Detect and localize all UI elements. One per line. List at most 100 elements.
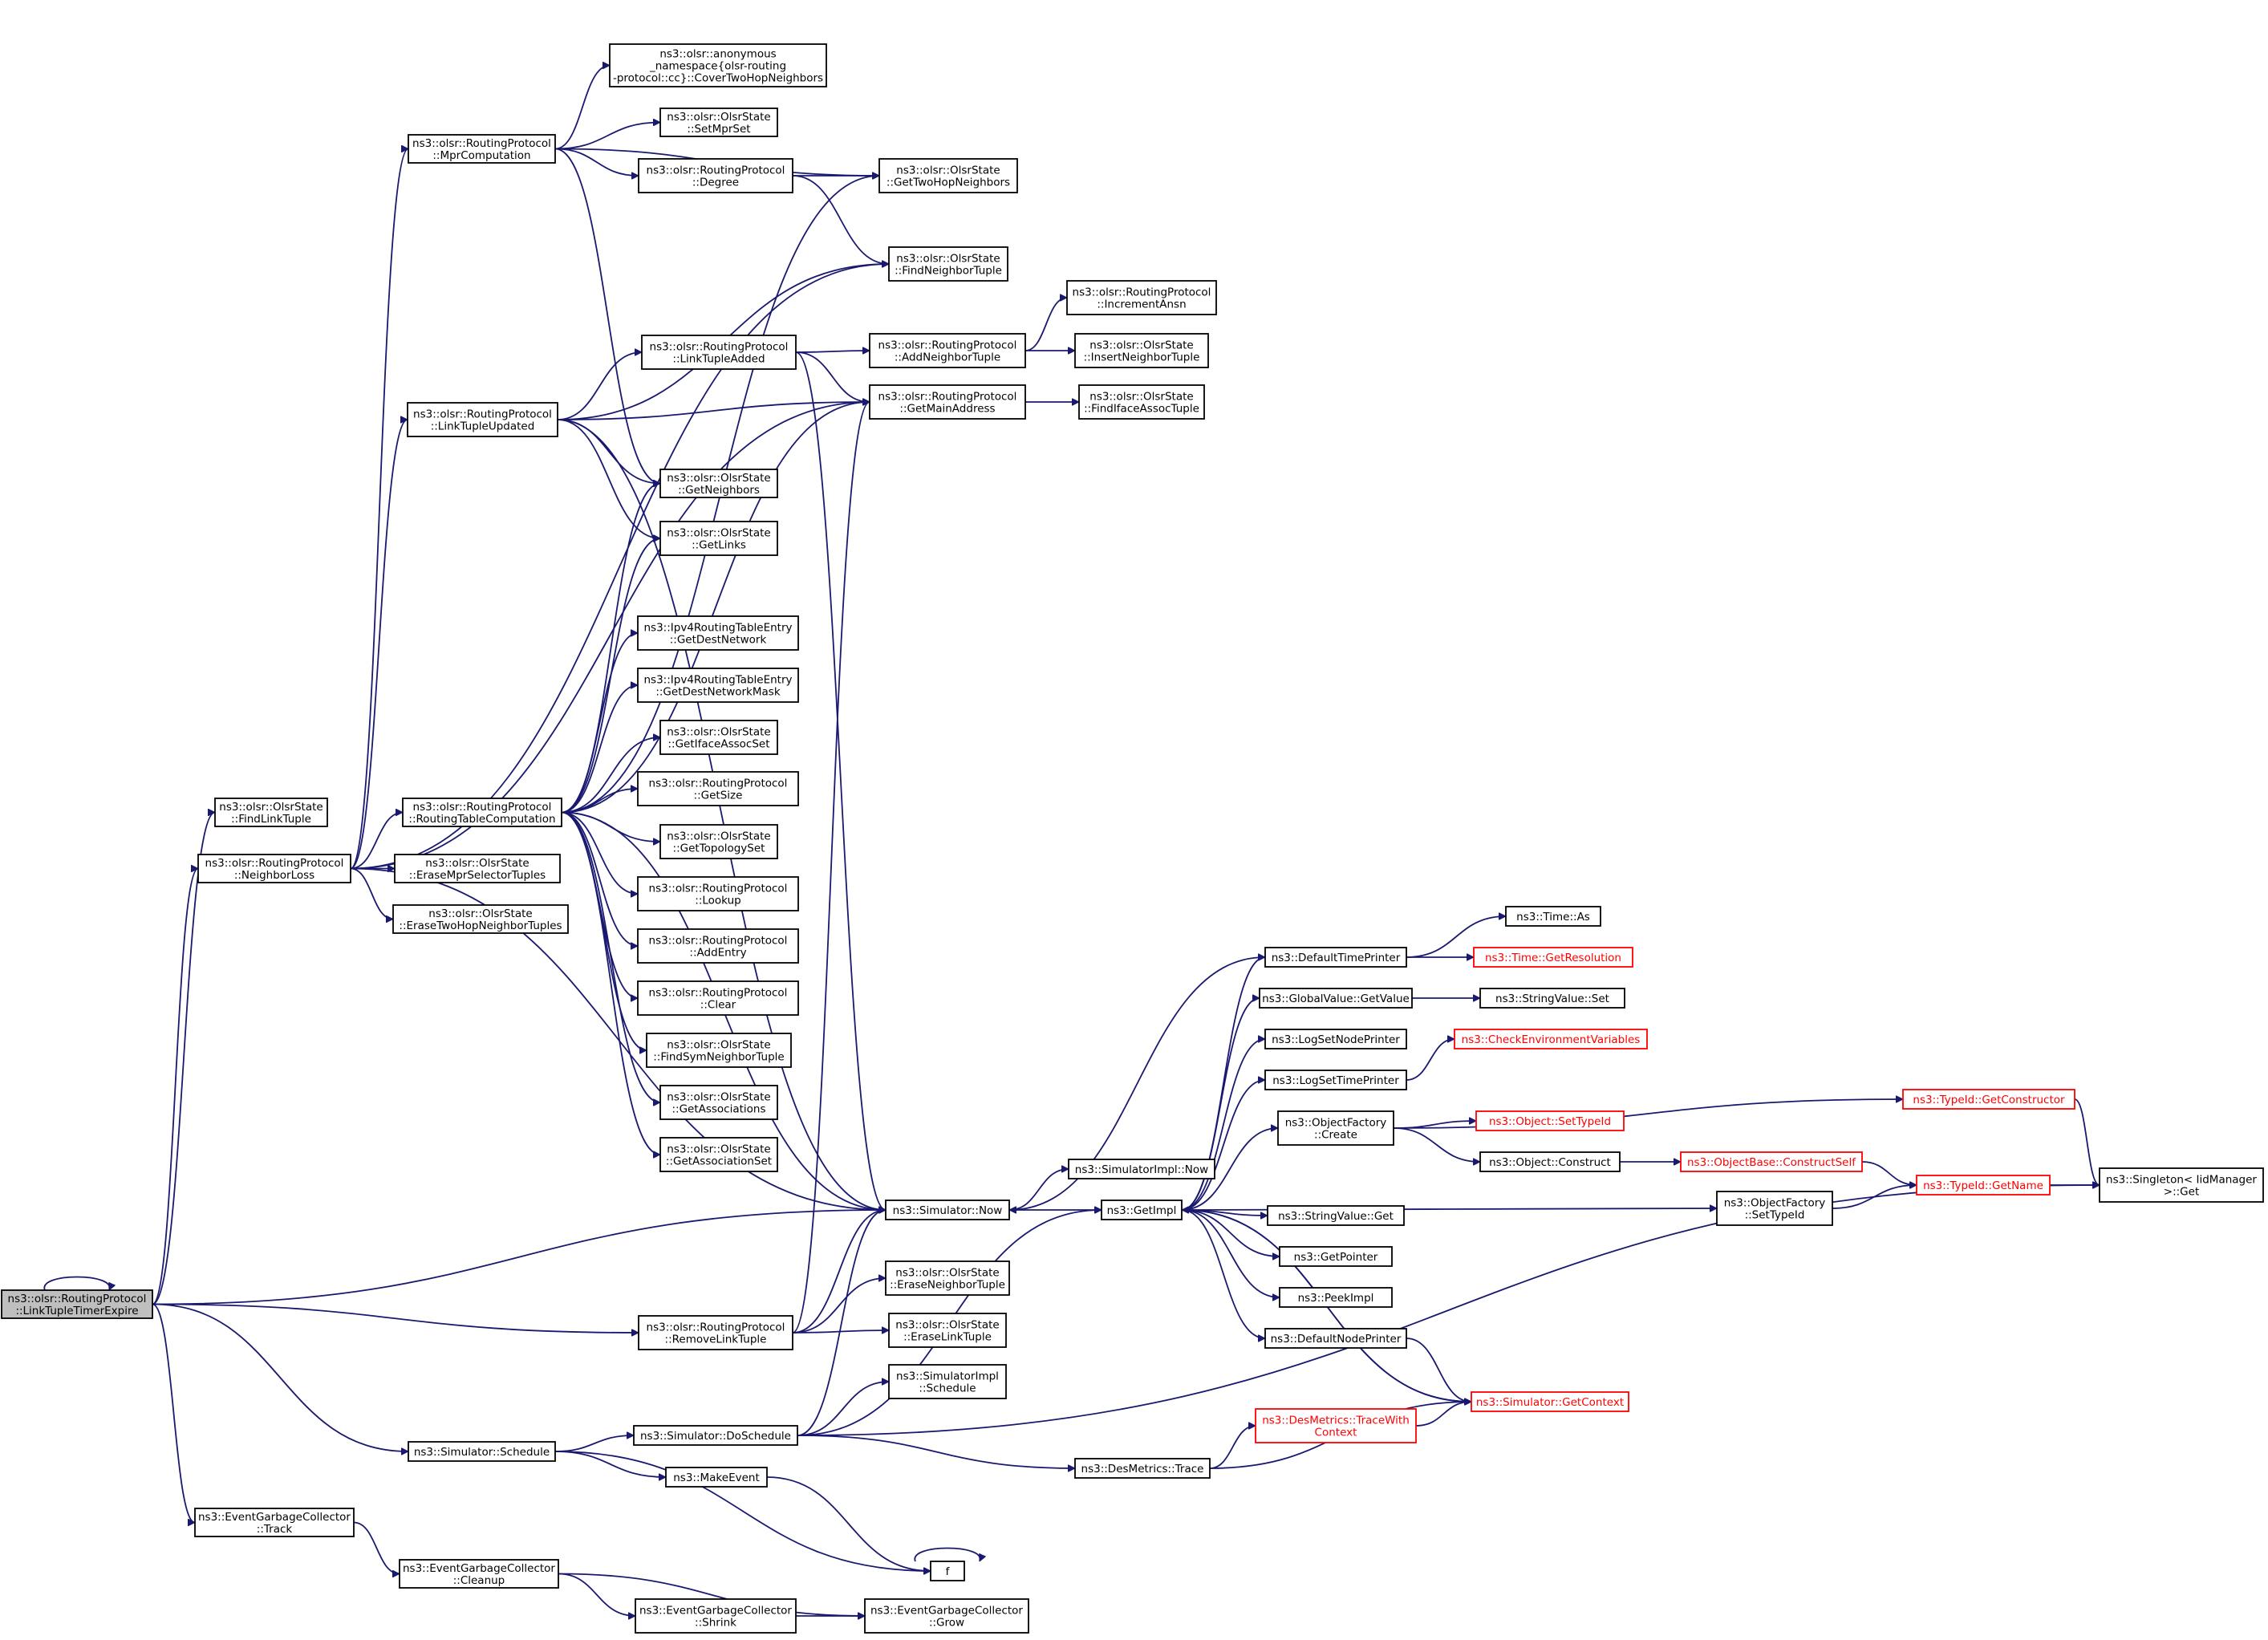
node-time-as[interactable]: ns3::Time::As bbox=[1505, 906, 1601, 927]
call-edge bbox=[561, 633, 639, 814]
node-find-sym-neighbor-tuple[interactable]: ns3::olsr::OlsrState::FindSymNeighborTup… bbox=[646, 1033, 792, 1068]
call-edge bbox=[1181, 1039, 1266, 1211]
node-cover-two-hop[interactable]: ns3::olsr::anonymous_namespace{olsr-rout… bbox=[609, 43, 827, 87]
node-default-time-printer[interactable]: ns3::DefaultTimePrinter bbox=[1264, 947, 1407, 968]
node-label: >::Get bbox=[2164, 1186, 2199, 1199]
node-box bbox=[1279, 1246, 1393, 1267]
node-box bbox=[1101, 1200, 1183, 1220]
node-get-pointer[interactable]: ns3::GetPointer bbox=[1279, 1246, 1393, 1267]
node-mpr-computation[interactable]: ns3::olsr::RoutingProtocol::MprComputati… bbox=[408, 134, 556, 164]
node-make-event[interactable]: ns3::MakeEvent bbox=[665, 1467, 768, 1488]
node-routing-table-computation[interactable]: ns3::olsr::RoutingProtocol::RoutingTable… bbox=[402, 798, 562, 827]
node-increment-ansn[interactable]: ns3::olsr::RoutingProtocol::IncrementAns… bbox=[1066, 280, 1217, 315]
node-do-schedule[interactable]: ns3::Simulator::DoSchedule bbox=[633, 1425, 798, 1446]
node-get-size[interactable]: ns3::olsr::RoutingProtocol::GetSize bbox=[637, 771, 799, 806]
node-erase-link-tuple[interactable]: ns3::olsr::OlsrState::EraseLinkTuple bbox=[888, 1313, 1007, 1348]
node-find-link-tuple[interactable]: ns3::olsr::OlsrState::FindLinkTuple bbox=[214, 798, 328, 827]
node-add-neighbor-tuple[interactable]: ns3::olsr::RoutingProtocol::AddNeighborT… bbox=[869, 333, 1026, 368]
node-default-node-printer[interactable]: ns3::DefaultNodePrinter bbox=[1264, 1328, 1407, 1349]
node-label: ns3::olsr::OlsrState bbox=[428, 907, 532, 920]
node-singleton-get[interactable]: ns3::Singleton< IidManager>::Get bbox=[2099, 1167, 2264, 1203]
node-time-get-resolution[interactable]: ns3::Time::GetResolution bbox=[1473, 947, 1633, 968]
node-label: ::GetMainAddress bbox=[899, 403, 995, 416]
node-label: ns3::olsr::OlsrState bbox=[219, 801, 323, 814]
node-label: ::Grow bbox=[929, 1617, 964, 1630]
node-box bbox=[659, 720, 778, 755]
call-edge bbox=[1181, 1208, 1717, 1210]
node-egc-shrink[interactable]: ns3::EventGarbageCollector::Shrink bbox=[635, 1598, 797, 1634]
node-egc-track[interactable]: ns3::EventGarbageCollector::Track bbox=[194, 1508, 355, 1537]
node-find-neighbor-tuple[interactable]: ns3::olsr::OlsrState::FindNeighborTuple bbox=[888, 246, 1008, 282]
node-sim-schedule[interactable]: ns3::Simulator::Schedule bbox=[408, 1441, 556, 1462]
node-check-env-vars[interactable]: ns3::CheckEnvironmentVariables bbox=[1454, 1029, 1648, 1049]
node-lookup[interactable]: ns3::olsr::RoutingProtocol::Lookup bbox=[637, 876, 799, 911]
node-sim-now[interactable]: ns3::Simulator::Now bbox=[885, 1200, 1010, 1220]
node-label: ns3::Simulator::DoSchedule bbox=[640, 1430, 791, 1443]
node-erase-neighbor-tuple[interactable]: ns3::olsr::OlsrState::EraseNeighborTuple bbox=[885, 1260, 1010, 1296]
node-log-set-time-printer[interactable]: ns3::LogSetTimePrinter bbox=[1264, 1070, 1407, 1090]
node-get-iface-assoc-set[interactable]: ns3::olsr::OlsrState::GetIfaceAssocSet bbox=[659, 720, 778, 755]
node-degree[interactable]: ns3::olsr::RoutingProtocol::Degree bbox=[638, 158, 793, 193]
node-sim-get-context[interactable]: ns3::Simulator::GetContext bbox=[1471, 1391, 1629, 1412]
node-get-associations[interactable]: ns3::olsr::OlsrState::GetAssociations bbox=[659, 1085, 778, 1120]
edge-layer bbox=[43, 66, 2100, 1617]
node-get-dest-network[interactable]: ns3::Ipv4RoutingTableEntry::GetDestNetwo… bbox=[637, 615, 799, 651]
node-get-association-set[interactable]: ns3::olsr::OlsrState::GetAssociationSet bbox=[659, 1137, 778, 1172]
node-box bbox=[1264, 947, 1407, 968]
call-edge bbox=[1415, 1402, 1471, 1427]
node-object-factory-set-type-id[interactable]: ns3::ObjectFactory::SetTypeId bbox=[1716, 1191, 1833, 1226]
node-link-tuple-updated[interactable]: ns3::olsr::RoutingProtocol::LinkTupleUpd… bbox=[407, 402, 558, 437]
node-label: ns3::Singleton< IidManager bbox=[2106, 1174, 2257, 1187]
node-clear[interactable]: ns3::olsr::RoutingProtocol::Clear bbox=[637, 980, 799, 1016]
node-label: ::EraseNeighborTuple bbox=[890, 1279, 1005, 1292]
node-erase-mpr-selector-tuples[interactable]: ns3::olsr::OlsrState::EraseMprSelectorTu… bbox=[394, 854, 561, 883]
call-edge bbox=[1832, 1185, 1917, 1209]
node-label: ::EraseTwoHopNeighborTuples bbox=[399, 919, 562, 932]
node-type-id-get-constructor[interactable]: ns3::TypeId::GetConstructor bbox=[1902, 1089, 2075, 1110]
node-object-base-construct-self[interactable]: ns3::ObjectBase::ConstructSelf bbox=[1680, 1151, 1863, 1172]
node-get-impl[interactable]: ns3::GetImpl bbox=[1101, 1200, 1183, 1220]
node-object-construct[interactable]: ns3::Object::Construct bbox=[1479, 1151, 1621, 1172]
node-box bbox=[1277, 1110, 1394, 1146]
node-neighbor-loss[interactable]: ns3::olsr::RoutingProtocol::NeighborLoss bbox=[197, 854, 351, 883]
node-object-factory-create[interactable]: ns3::ObjectFactory::Create bbox=[1277, 1110, 1394, 1146]
call-edge bbox=[353, 1521, 400, 1574]
node-string-value-set[interactable]: ns3::StringValue::Set bbox=[1479, 988, 1625, 1009]
node-box bbox=[1473, 947, 1633, 968]
node-get-main-address[interactable]: ns3::olsr::RoutingProtocol::GetMainAddre… bbox=[869, 384, 1026, 420]
node-egc-grow[interactable]: ns3::EventGarbageCollector::Grow bbox=[864, 1598, 1029, 1634]
node-f[interactable]: f bbox=[930, 1561, 965, 1581]
node-set-mpr-set[interactable]: ns3::olsr::OlsrState::SetMprSet bbox=[659, 108, 778, 137]
node-get-topology-set[interactable]: ns3::olsr::OlsrState::GetTopologySet bbox=[659, 824, 778, 859]
node-label: ns3::PeekImpl bbox=[1298, 1292, 1374, 1305]
node-sim-impl-schedule[interactable]: ns3::SimulatorImpl::Schedule bbox=[888, 1364, 1007, 1399]
node-get-two-hop-neighbors[interactable]: ns3::olsr::OlsrState::GetTwoHopNeighbors bbox=[878, 158, 1018, 193]
node-find-iface-assoc-tuple[interactable]: ns3::olsr::OlsrState::FindIfaceAssocTupl… bbox=[1078, 384, 1205, 420]
node-link-tuple-added[interactable]: ns3::olsr::RoutingProtocol::LinkTupleAdd… bbox=[641, 335, 797, 370]
node-add-entry[interactable]: ns3::olsr::RoutingProtocol::AddEntry bbox=[637, 928, 799, 964]
node-get-links[interactable]: ns3::olsr::OlsrState::GetLinks bbox=[659, 521, 778, 556]
node-label: ns3::LogSetNodePrinter bbox=[1272, 1033, 1400, 1046]
call-edge bbox=[557, 419, 660, 484]
node-label: ns3::olsr::OlsrState bbox=[667, 527, 770, 540]
node-get-dest-network-mask[interactable]: ns3::Ipv4RoutingTableEntry::GetDestNetwo… bbox=[637, 668, 799, 703]
node-log-set-node-printer[interactable]: ns3::LogSetNodePrinter bbox=[1264, 1029, 1407, 1049]
node-string-value-get[interactable]: ns3::StringValue::Get bbox=[1267, 1205, 1405, 1226]
node-box bbox=[2099, 1167, 2264, 1203]
node-object-set-type-id[interactable]: ns3::Object::SetTypeId bbox=[1475, 1110, 1625, 1131]
call-edge bbox=[1181, 1128, 1278, 1211]
node-remove-link-tuple[interactable]: ns3::olsr::RoutingProtocol::RemoveLinkTu… bbox=[638, 1315, 793, 1350]
node-insert-neighbor-tuple[interactable]: ns3::olsr::OlsrState::InsertNeighborTupl… bbox=[1074, 333, 1209, 368]
call-edge bbox=[792, 1278, 886, 1334]
node-des-metrics-trace[interactable]: ns3::DesMetrics::Trace bbox=[1074, 1458, 1211, 1479]
node-egc-cleanup[interactable]: ns3::EventGarbageCollector::Cleanup bbox=[399, 1559, 559, 1589]
call-edge bbox=[152, 1303, 196, 1523]
node-root[interactable]: ns3::olsr::RoutingProtocol::LinkTupleTim… bbox=[1, 1289, 153, 1319]
node-peek-impl[interactable]: ns3::PeekImpl bbox=[1279, 1287, 1393, 1308]
node-global-value-get-value[interactable]: ns3::GlobalValue::GetValue bbox=[1259, 988, 1413, 1009]
node-type-id-get-name[interactable]: ns3::TypeId::GetName bbox=[1916, 1175, 2051, 1195]
node-erase-two-hop-neighbor-tuples[interactable]: ns3::olsr::OlsrState::EraseTwoHopNeighbo… bbox=[392, 904, 569, 934]
node-get-neighbors[interactable]: ns3::olsr::OlsrState::GetNeighbors bbox=[659, 469, 778, 498]
node-sim-impl-now[interactable]: ns3::SimulatorImpl::Now bbox=[1068, 1159, 1215, 1179]
